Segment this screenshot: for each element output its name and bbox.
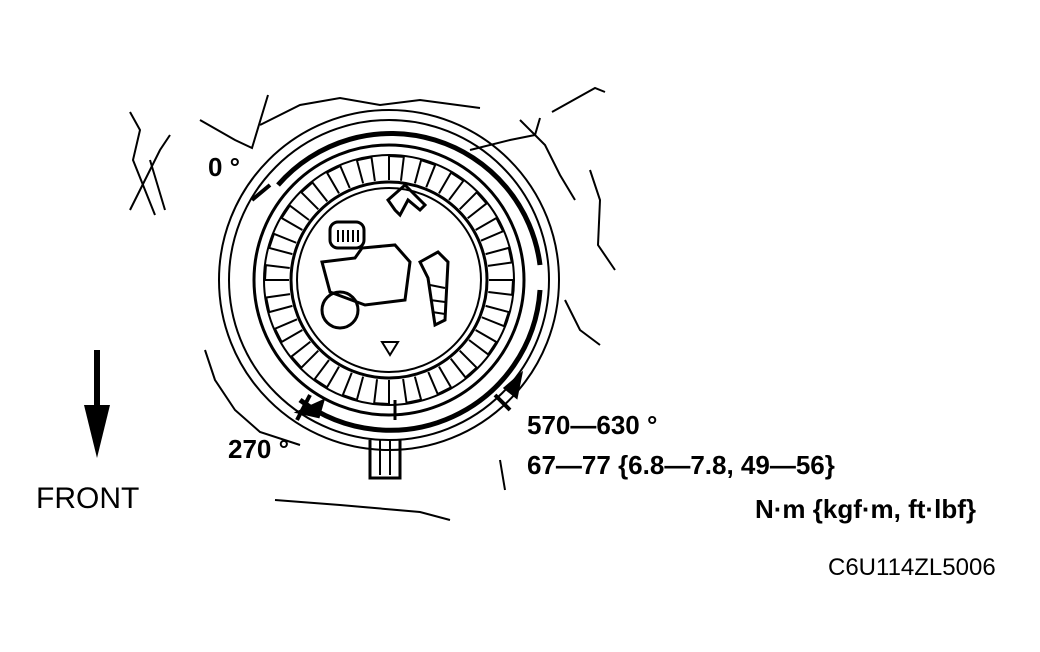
lock-ring-tab [299, 181, 329, 210]
lock-ring-tab [280, 204, 310, 231]
pump-fittings [320, 182, 450, 330]
angle-mark-label: 270 ° [228, 434, 290, 464]
lock-ring-tab [485, 246, 513, 267]
triangle-marker-icon [380, 341, 400, 357]
angle-start-label: 0 ° [208, 152, 241, 182]
lock-ring-tab [267, 232, 297, 256]
lock-ring-tab [475, 216, 505, 242]
figure-code-label: C6U114ZL5006 [828, 554, 996, 581]
torque-units-label: N·m {kgf·m, ft·lbf} [755, 494, 976, 524]
lock-ring-tab [273, 318, 303, 344]
lock-ring-tab [290, 340, 319, 370]
lock-ring-tabs [263, 154, 515, 406]
lock-ring-tab [325, 164, 351, 194]
lock-ring-tab [481, 304, 511, 328]
lock-ring-tab [341, 372, 365, 402]
pump-cap [289, 180, 489, 380]
connector-icon [337, 230, 359, 242]
arrow-down-icon [84, 350, 110, 458]
lock-ring-tab [413, 158, 437, 188]
lock-ring-tab [468, 329, 498, 356]
angle-ticks [250, 183, 524, 421]
lock-ring-tab [488, 279, 515, 296]
lock-ring-tab [459, 190, 488, 220]
lock-ring-tab [449, 350, 479, 379]
lock-ring-tab [263, 264, 290, 281]
body-panel-sketch [129, 86, 616, 521]
lock-ring-tab [373, 379, 390, 406]
lock-ring-tab [438, 171, 465, 201]
lock-ring-tab [427, 366, 453, 396]
torque-values-label: 67—77 {6.8—7.8, 49—56} [527, 450, 835, 480]
lock-ring-tab [313, 359, 340, 389]
lock-ring-tab [355, 156, 376, 184]
outlet-pipes [368, 400, 402, 480]
angle-range-label: 570—630 ° [527, 410, 658, 440]
lock-ring-tab [265, 293, 293, 314]
lock-ring-tab [388, 154, 405, 181]
front-direction-label: FRONT [36, 482, 140, 515]
lock-ring-tab [402, 376, 423, 404]
